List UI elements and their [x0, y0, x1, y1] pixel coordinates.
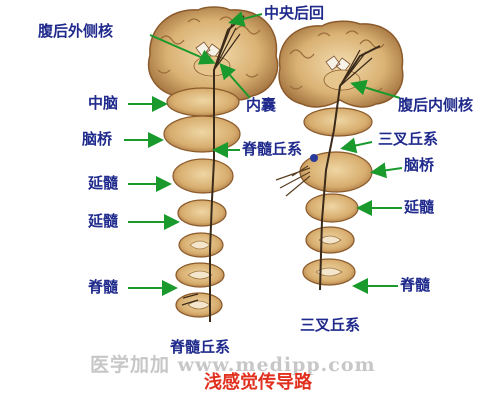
right-gray-matter — [315, 235, 343, 277]
right-tract-fan — [339, 49, 373, 87]
label-ventral-posteromedial-nucleus: 腹后内侧核 — [398, 96, 474, 114]
label-spinal-cord-left: 脊髓 — [88, 278, 119, 296]
label-pons-right: 脑桥 — [404, 156, 435, 174]
label-trigeminal-lemniscus-bottom: 三叉丘系 — [300, 316, 361, 334]
arrow-pons-right — [370, 162, 403, 179]
left-pons-section — [163, 115, 241, 153]
leader-lines — [124, 11, 403, 296]
arrow-ventral-posterolateral — [149, 34, 216, 65]
label-medulla-1: 延髓 — [88, 174, 119, 192]
left-specimen — [147, 6, 279, 322]
left-tract-fan — [213, 23, 241, 71]
diagram-title: 浅感觉传导路 — [204, 372, 312, 393]
right-specimen — [275, 20, 404, 291]
label-medulla-2: 延髓 — [88, 212, 119, 230]
label-internal-capsule: 内囊 — [246, 96, 277, 114]
left-afferent-fibers — [181, 293, 199, 306]
right-trigeminal-lemniscus — [319, 45, 381, 291]
label-ventral-posterolateral-nucleus: 腹后外侧核 — [38, 22, 114, 40]
left-brain-gyri — [157, 16, 261, 78]
arrow-trigeminal-top — [340, 137, 373, 154]
left-thalamus — [193, 55, 231, 77]
left-spinothalamic-tract — [209, 15, 245, 322]
label-spinal-cord-right: 脊髓 — [400, 276, 431, 294]
right-midbrain-section — [303, 107, 373, 137]
left-medulla-lower-section — [177, 199, 227, 227]
label-pons-left: 脑桥 — [82, 130, 113, 148]
label-spinothalamic-tract-top: 脊髓丘系 — [242, 140, 303, 158]
left-medulla-upper-section — [172, 158, 234, 194]
label-midbrain: 中脑 — [88, 94, 119, 112]
left-midbrain-section — [166, 87, 240, 117]
right-trigeminal-fibers — [275, 165, 311, 197]
right-medulla-section — [305, 193, 359, 223]
label-spinothalamic-tract-bottom: 脊髓丘系 — [170, 338, 231, 356]
label-trigeminal-lemniscus-top: 三叉丘系 — [378, 130, 439, 148]
watermark-text: 医学加加 www.medipp.com — [90, 354, 376, 376]
arrow-postcentral-gyrus — [228, 11, 263, 27]
arrow-ventral-posteromedial — [350, 79, 401, 99]
label-postcentral-gyrus: 中央后回 — [264, 4, 325, 22]
arrow-internal-capsule — [219, 62, 251, 99]
label-medulla-right: 延髓 — [404, 198, 435, 216]
right-trigeminal-node — [310, 154, 318, 162]
